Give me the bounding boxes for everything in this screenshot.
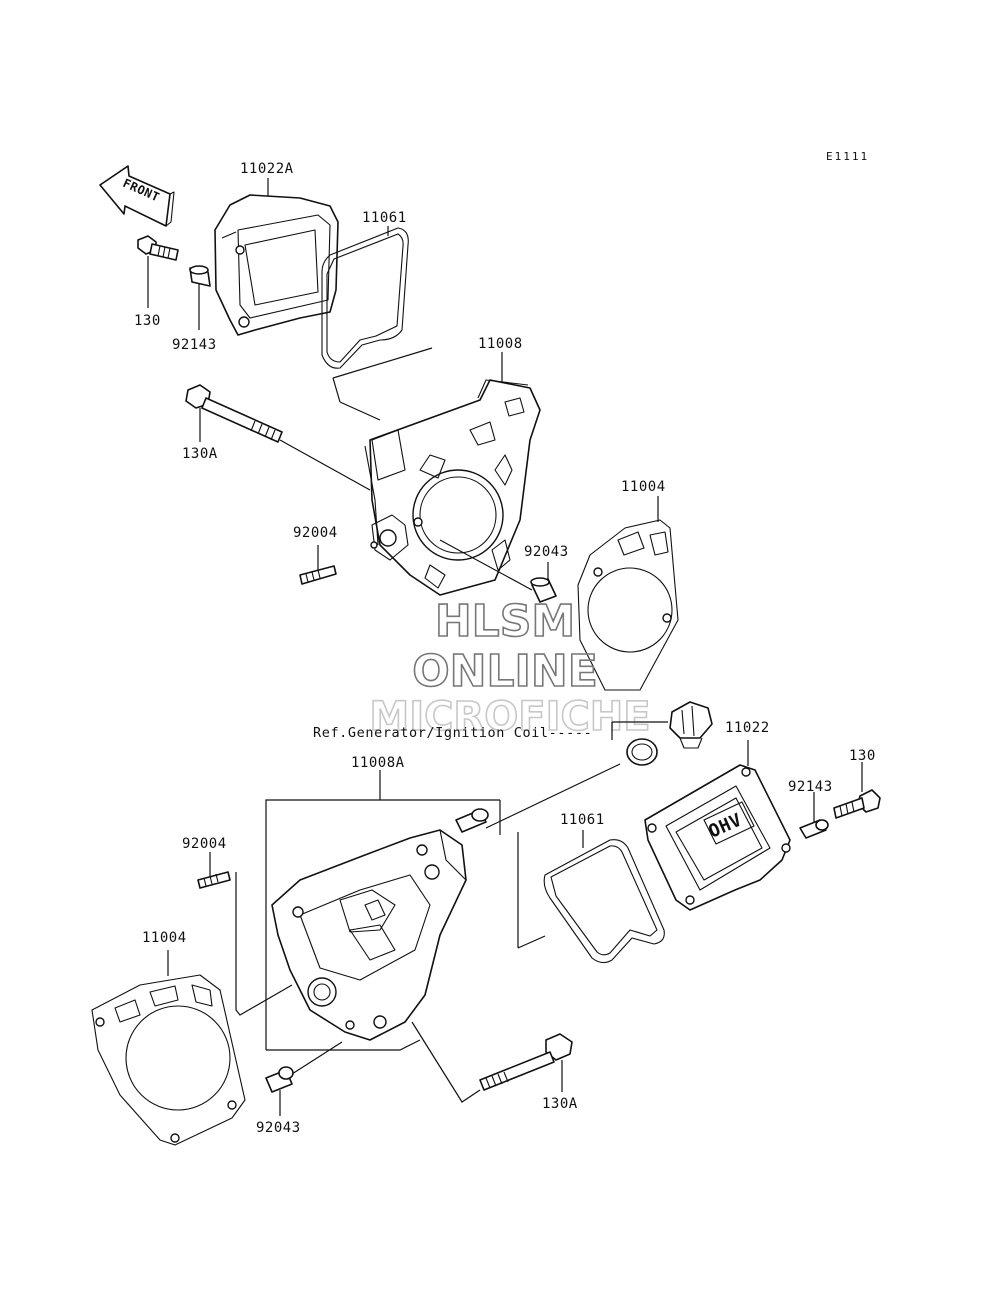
label-bottom-cover-gasket: 11061 bbox=[560, 812, 605, 828]
top-head-cover-drawing bbox=[214, 194, 339, 336]
label-bottom-cylinder-head: 11008A bbox=[351, 755, 405, 771]
watermark: HLSM ONLINE MICROFICHE bbox=[369, 595, 652, 741]
label-bottom-head-bolt: 130A bbox=[542, 1096, 578, 1112]
watermark-line3: MICROFICHE bbox=[369, 694, 650, 740]
top-cover-bolt-drawing bbox=[137, 235, 179, 261]
label-bottom-head-cover: 11022 bbox=[725, 720, 770, 736]
label-top-cylinder-head: 11008 bbox=[478, 336, 523, 352]
label-bottom-cover-bolt: 130 bbox=[849, 748, 876, 764]
top-cover-collar-drawing bbox=[189, 265, 211, 287]
watermark-line2: ONLINE bbox=[412, 646, 598, 697]
label-top-cover-gasket: 11061 bbox=[362, 210, 407, 226]
front-arrow-icon: FRONT bbox=[99, 165, 175, 227]
bottom-head-cover-drawing: OHV bbox=[644, 764, 791, 911]
label-top-dowel: 92043 bbox=[524, 544, 569, 560]
top-head-gasket-drawing bbox=[577, 519, 679, 691]
reference-note-text: Ref.Generator/Ignition Coil bbox=[313, 725, 549, 741]
top-dowel-drawing bbox=[530, 577, 557, 603]
o-ring-drawing bbox=[626, 738, 658, 766]
diagram-code: E1111 bbox=[826, 150, 869, 163]
bottom-cover-gasket-drawing bbox=[543, 839, 665, 964]
bottom-head-gasket-drawing bbox=[91, 974, 246, 1146]
reference-note: Ref.Generator/Ignition Coil----- bbox=[313, 725, 592, 741]
label-bottom-cover-collar: 92143 bbox=[788, 779, 833, 795]
label-top-cover-bolt: 130 bbox=[134, 313, 161, 329]
label-top-head-gasket: 11004 bbox=[621, 479, 666, 495]
bottom-dowel-drawing bbox=[265, 1066, 294, 1093]
label-top-head-cover: 11022A bbox=[240, 161, 294, 177]
top-head-bolt-drawing bbox=[185, 384, 283, 443]
oil-filler-cap-drawing bbox=[669, 701, 713, 749]
bottom-cover-collar-drawing bbox=[799, 819, 829, 839]
bottom-cylinder-head-drawing bbox=[271, 829, 467, 1041]
top-stud-drawing bbox=[299, 565, 337, 585]
bottom-stud-drawing bbox=[197, 871, 231, 889]
bottom-head-bolt-drawing bbox=[479, 1033, 573, 1091]
label-top-stud: 92004 bbox=[293, 525, 338, 541]
bottom-head-dowel-drawing bbox=[455, 808, 489, 833]
label-bottom-dowel: 92043 bbox=[256, 1120, 301, 1136]
watermark-line1: HLSM bbox=[435, 596, 575, 647]
label-bottom-stud: 92004 bbox=[182, 836, 227, 852]
top-cylinder-head-drawing bbox=[364, 379, 541, 596]
label-top-head-bolt: 130A bbox=[182, 446, 218, 462]
label-bottom-head-gasket: 11004 bbox=[142, 930, 187, 946]
bottom-cover-bolt-drawing bbox=[833, 789, 881, 819]
top-cover-gasket-drawing bbox=[321, 227, 409, 369]
label-top-cover-collar: 92143 bbox=[172, 337, 217, 353]
